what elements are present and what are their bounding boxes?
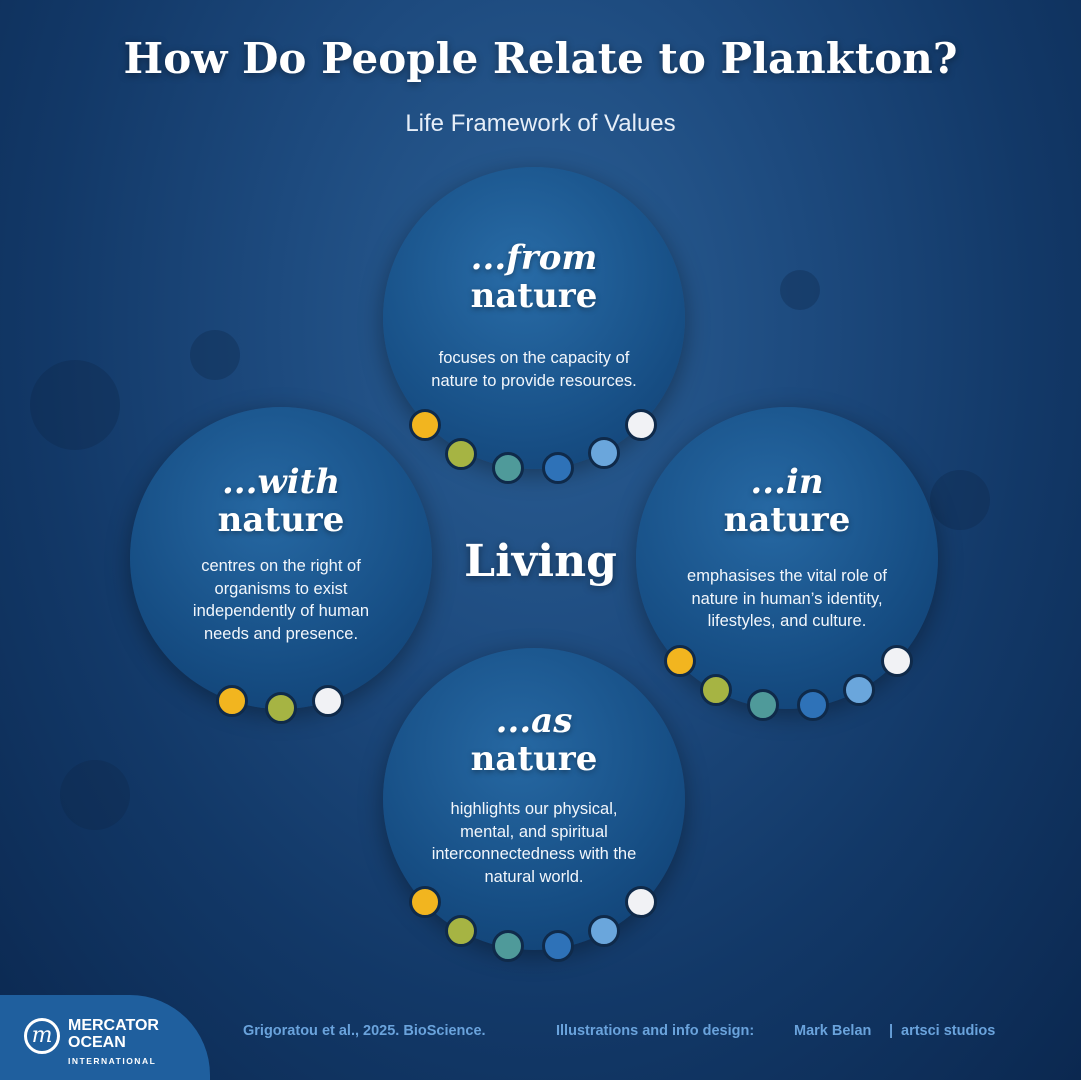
color-dot: [445, 915, 477, 947]
circle-word: nature: [217, 500, 345, 540]
credit-separator: |: [889, 1023, 894, 1039]
circle-prefix: ...as: [495, 701, 573, 741]
background-plankton-shape: [60, 760, 130, 830]
logo-line-1: MERCATOR: [68, 1017, 159, 1034]
credit-name: Mark Belan: [794, 1023, 872, 1039]
circle-prefix: ...in: [750, 462, 824, 502]
circle-description: centres on the right of organisms to exi…: [192, 557, 370, 643]
color-dot: [492, 452, 524, 484]
circle-word: nature: [723, 500, 851, 540]
circle-heading: ...with nature: [130, 463, 432, 539]
circle-word: nature: [470, 276, 598, 316]
color-dot: [542, 930, 574, 962]
circle-with-nature: ...with nature centres on the right of o…: [130, 407, 432, 709]
color-dot: [625, 886, 657, 918]
credit-label: Illustrations and info design:: [556, 1023, 755, 1039]
credit-studio: artsci studios: [901, 1023, 996, 1039]
mercator-logo-icon: m: [24, 1018, 60, 1054]
circle-heading: ...as nature: [383, 702, 685, 778]
background-plankton-shape: [780, 270, 820, 310]
color-dot: [664, 645, 696, 677]
color-dot: [625, 409, 657, 441]
page-subtitle: Life Framework of Values: [405, 110, 676, 137]
color-dot: [265, 692, 297, 724]
color-dot: [588, 915, 620, 947]
color-dot: [312, 685, 344, 717]
circle-heading: ...from nature: [383, 239, 685, 315]
color-dot: [797, 689, 829, 721]
color-dot: [588, 437, 620, 469]
color-dot: [492, 930, 524, 962]
color-dot: [542, 452, 574, 484]
circle-heading: ...in nature: [636, 463, 938, 539]
mercator-logo-text: MERCATOR OCEAN INTERNATIONAL: [68, 1017, 159, 1070]
color-dot: [843, 674, 875, 706]
color-dot: [747, 689, 779, 721]
background-plankton-shape: [190, 330, 240, 380]
color-dot: [216, 685, 248, 717]
circle-description: focuses on the capacity of nature to pro…: [431, 349, 637, 390]
color-dot: [700, 674, 732, 706]
citation: Grigoratou et al., 2025. BioScience.: [243, 1023, 486, 1039]
circle-prefix: ...with: [221, 462, 341, 502]
circle-prefix: ...from: [470, 238, 598, 278]
circle-description: highlights our physical, mental, and spi…: [431, 800, 637, 886]
logo-line-3: INTERNATIONAL: [68, 1056, 157, 1066]
circle-description: emphasises the vital role of nature in h…: [687, 567, 887, 630]
center-word: Living: [464, 536, 617, 587]
color-dot: [881, 645, 913, 677]
background-plankton-shape: [30, 360, 120, 450]
color-dot: [409, 409, 441, 441]
background-plankton-shape: [930, 470, 990, 530]
logo-line-2: OCEAN: [68, 1034, 126, 1051]
page-title: How Do People Relate to Plankton?: [123, 34, 958, 83]
color-dot: [409, 886, 441, 918]
circle-word: nature: [470, 739, 598, 779]
color-dot: [445, 438, 477, 470]
